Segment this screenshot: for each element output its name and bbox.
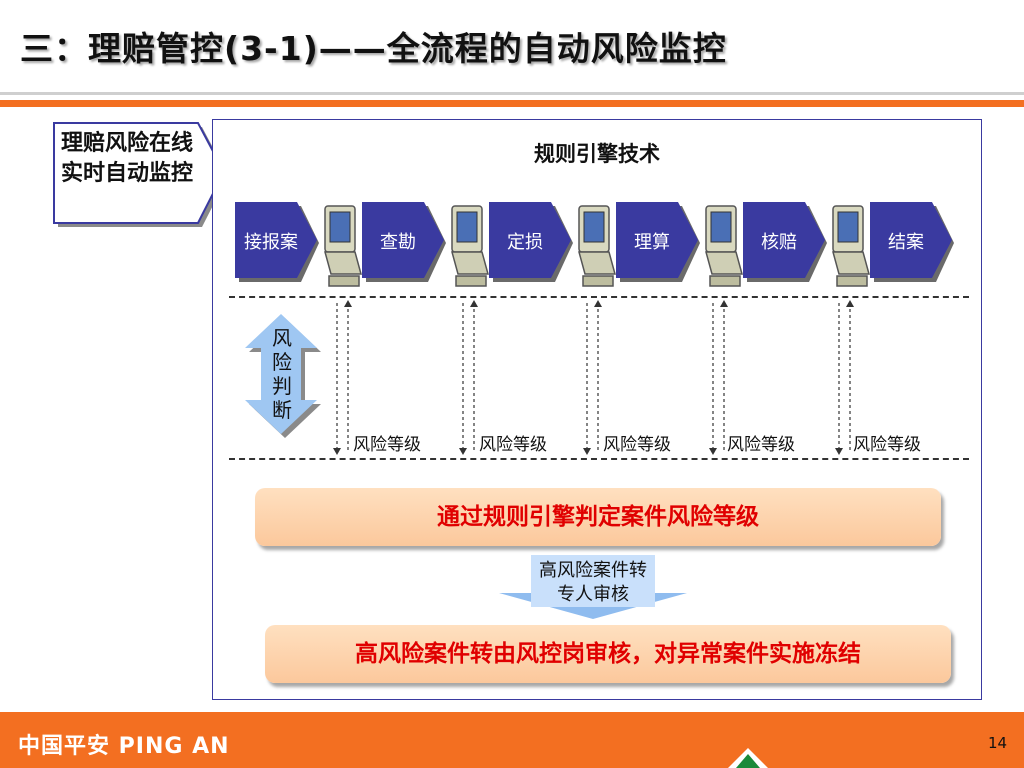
- final-action-bar: 高风险案件转由风控岗审核，对异常案件实施冻结: [265, 625, 951, 683]
- risk-level-label: 风险等级: [603, 435, 671, 455]
- page-number: 14: [988, 734, 1008, 752]
- chevron-shape: [870, 202, 954, 282]
- rule-engine-panel: 规则引擎技术 接报案 查勘 定损 理算 核赔: [212, 119, 982, 700]
- risk-judgement-text: 风险判断: [272, 326, 292, 422]
- callout-shape: [53, 122, 228, 227]
- company-logo: 中国平安 PING AN: [18, 734, 230, 759]
- down-arrow-shape: [499, 555, 687, 619]
- stage-label: 接报案: [244, 232, 298, 253]
- computer-icon: [705, 205, 743, 287]
- high-risk-transfer-arrow: 高风险案件转专人审核: [493, 553, 693, 621]
- engine-title: 规则引擎技术: [534, 142, 660, 166]
- double-arrow-shape: [245, 314, 321, 438]
- risk-level-label: 风险等级: [727, 435, 795, 455]
- high-risk-transfer-text: 高风险案件转专人审核: [539, 560, 647, 605]
- ping-an-emblem-icon: [728, 748, 768, 768]
- chevron-shape: [362, 202, 446, 282]
- chevron-shape: [489, 202, 573, 282]
- stage-claim-review: 核赔: [741, 202, 829, 284]
- chevron-shape: [743, 202, 827, 282]
- side-label-text: 理赔风险在线实时自动监控: [60, 131, 193, 186]
- stage-damage-assessment: 定损: [487, 202, 575, 284]
- lower-dashed-line: [229, 458, 969, 460]
- risk-judgement-badge: 风险判断: [241, 314, 323, 440]
- stage-label: 查勘: [380, 232, 416, 253]
- stage-adjustment: 理算: [614, 202, 702, 284]
- computer-icon: [832, 205, 870, 287]
- chevron-shape: [616, 202, 700, 282]
- title-divider-orange: [0, 100, 1024, 107]
- stage-label: 核赔: [761, 232, 797, 253]
- risk-level-label: 风险等级: [853, 435, 921, 455]
- computer-icon: [451, 205, 489, 287]
- footer-bar: 中国平安 PING AN 14: [0, 712, 1024, 768]
- computer-icon: [324, 205, 362, 287]
- stage-label: 理算: [634, 232, 670, 253]
- chevron-shape: [235, 202, 319, 282]
- stage-survey: 查勘: [360, 202, 448, 284]
- risk-level-label: 风险等级: [479, 435, 547, 455]
- stage-close-case: 结案: [868, 202, 956, 284]
- upper-dashed-line: [229, 296, 969, 298]
- page-title: 三：理赔管控(3-1)——全流程的自动风险监控: [20, 29, 727, 68]
- stage-label: 定损: [507, 232, 543, 253]
- rule-engine-result-bar: 通过规则引擎判定案件风险等级: [255, 488, 941, 546]
- computer-icon: [578, 205, 616, 287]
- stage-label: 结案: [888, 232, 924, 253]
- risk-level-label: 风险等级: [353, 435, 421, 455]
- title-divider-gray: [0, 92, 1024, 95]
- stage-report: 接报案: [233, 202, 321, 284]
- side-label-callout: 理赔风险在线实时自动监控: [52, 121, 232, 233]
- risk-feedback-arrows: [333, 300, 854, 455]
